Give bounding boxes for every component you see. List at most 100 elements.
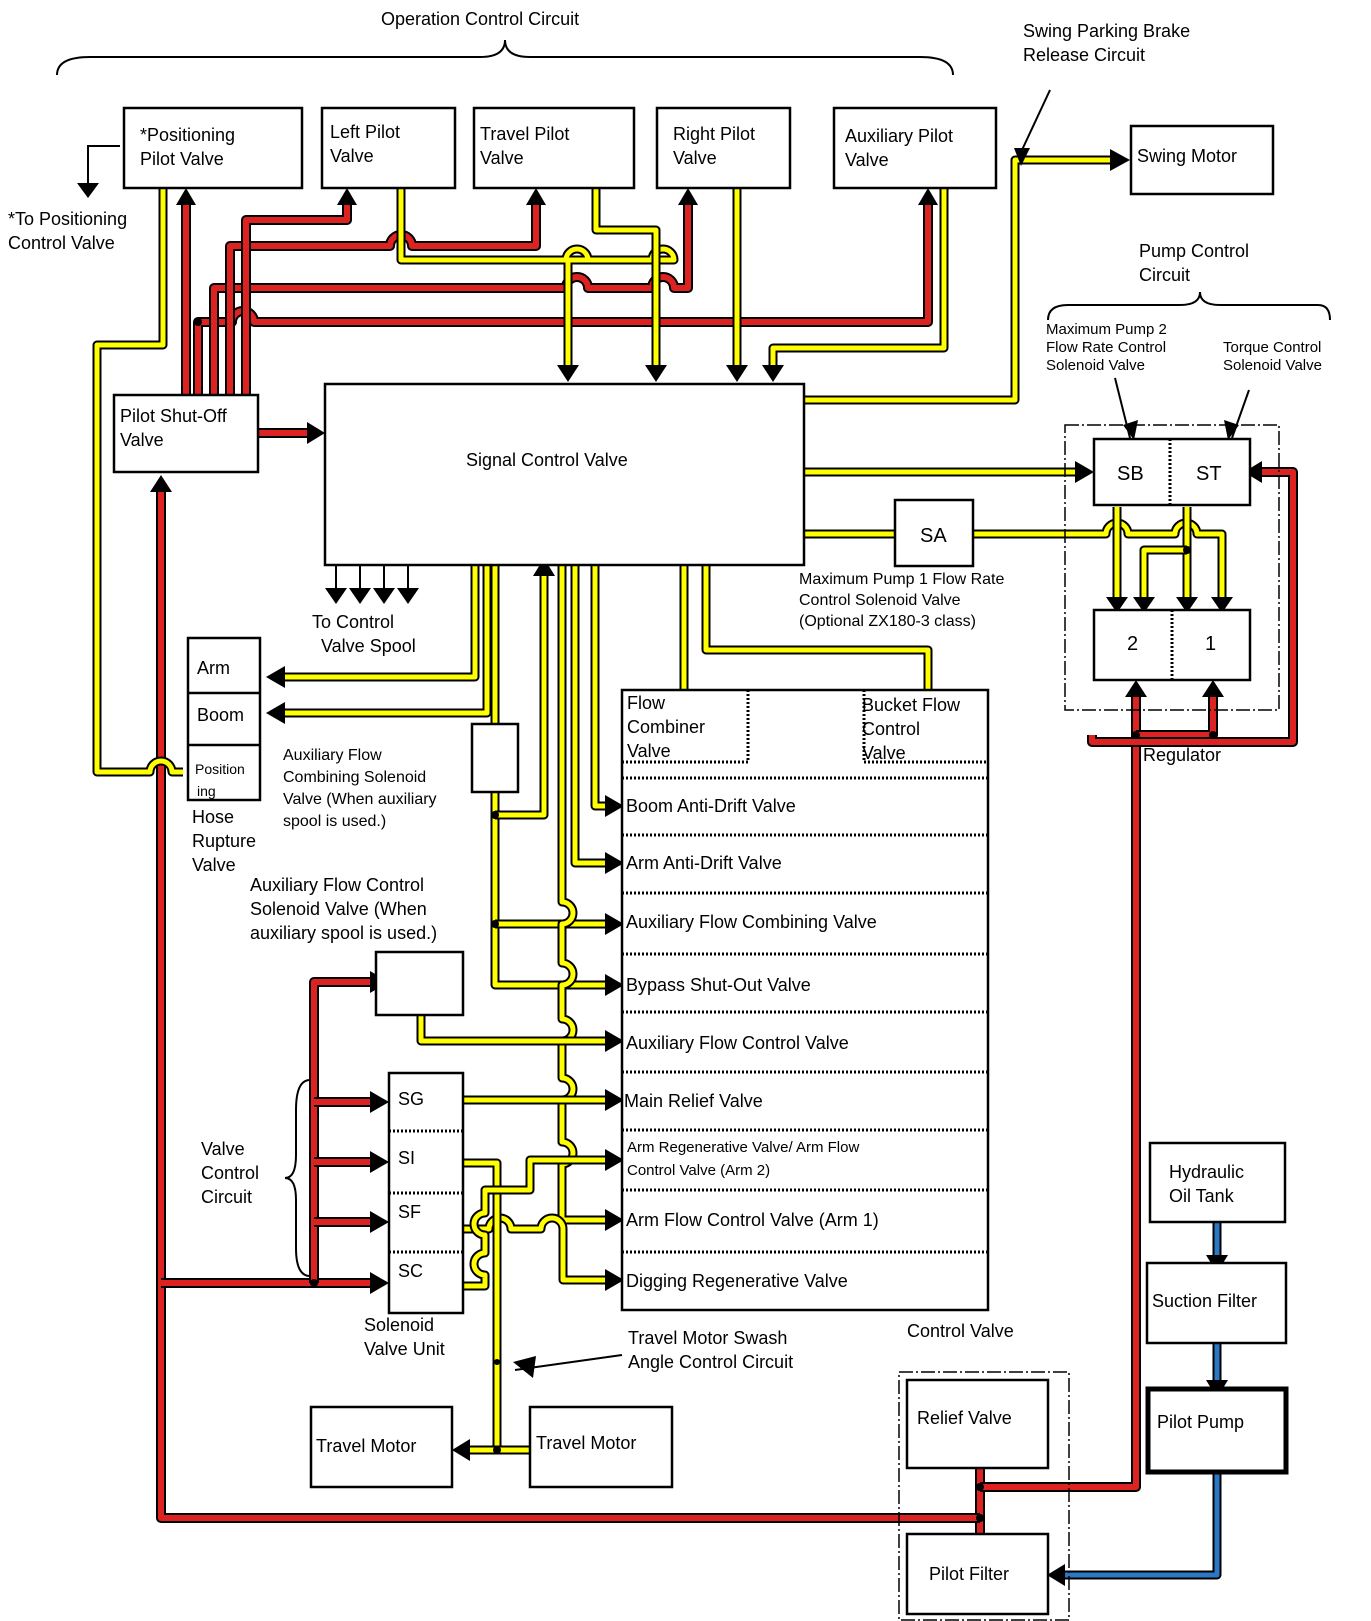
hose-rupture-label-2: Rupture bbox=[192, 831, 256, 851]
max-pump1-label-3: (Optional ZX180-3 class) bbox=[799, 613, 976, 630]
regulator-2-label: 2 bbox=[1127, 633, 1138, 655]
pump-control-group bbox=[1064, 424, 1280, 711]
valve-control-label: Valve bbox=[201, 1139, 245, 1159]
right-pilot-label-2: Valve bbox=[673, 148, 717, 168]
main-relief-label: Main Relief Valve bbox=[624, 1091, 763, 1111]
swing-parking-brake-label-2: Release Circuit bbox=[1023, 45, 1145, 65]
swing-parking-brake-label: Swing Parking Brake bbox=[1023, 21, 1190, 41]
control-valve bbox=[620, 688, 990, 1312]
regulator-label: Regulator bbox=[1143, 745, 1221, 765]
positioning-label-2: ing bbox=[197, 783, 216, 799]
leader-lines bbox=[56, 39, 1331, 1371]
hose-rupture-valve-block bbox=[186, 636, 262, 802]
right-pilot-label: Right Pilot bbox=[673, 124, 755, 144]
valve-control-label-3: Circuit bbox=[201, 1187, 252, 1207]
boxes bbox=[112, 106, 1289, 1621]
pilot-pump bbox=[1145, 1386, 1289, 1475]
aux-flow-combining-solenoid bbox=[470, 722, 520, 794]
auxiliary-pilot-valve bbox=[832, 106, 998, 190]
boom-anti-drift-label: Boom Anti-Drift Valve bbox=[626, 796, 796, 816]
travel-motor-left bbox=[309, 1405, 454, 1489]
signal-control-valve-label: Signal Control Valve bbox=[466, 450, 628, 470]
suction-filter-label: Suction Filter bbox=[1152, 1291, 1257, 1311]
flow-combiner-label-2: Combiner bbox=[627, 717, 705, 737]
right-pilot-valve bbox=[655, 106, 792, 190]
positioning-pilot-label-2: Pilot Valve bbox=[140, 149, 224, 169]
text-labels: Operation Control Circuit Swing Parking … bbox=[8, 9, 1322, 1584]
sa-label: SA bbox=[920, 525, 947, 547]
arm-anti-drift-label: Arm Anti-Drift Valve bbox=[626, 853, 782, 873]
aux-combining-sol-label-4: spool is used.) bbox=[283, 813, 386, 830]
valve-control-label-2: Control bbox=[201, 1163, 259, 1183]
max-pump2-label-2: Flow Rate Control bbox=[1046, 339, 1166, 356]
positioning-pilot-valve bbox=[122, 106, 304, 190]
suction-filter bbox=[1145, 1261, 1288, 1345]
auxiliary-pilot-label-2: Valve bbox=[845, 150, 889, 170]
signal-control-valve bbox=[323, 382, 806, 567]
aux-flow-control-solenoid bbox=[374, 950, 465, 1017]
aux-control-sol-label-3: auxiliary spool is used.) bbox=[250, 923, 437, 943]
max-pump2-label: Maximum Pump 2 bbox=[1046, 321, 1167, 338]
pilot-pump-label: Pilot Pump bbox=[1157, 1412, 1244, 1432]
digging-regen-label: Digging Regenerative Valve bbox=[626, 1271, 848, 1291]
flow-combiner-label: Flow bbox=[627, 693, 666, 713]
travel-pilot-label-2: Valve bbox=[480, 148, 524, 168]
aux-combining-sol-label-2: Combining Solenoid bbox=[283, 769, 426, 786]
pilot-filter-label: Pilot Filter bbox=[929, 1564, 1009, 1584]
arm-regen-label: Arm Regenerative Valve/ Arm Flow bbox=[627, 1139, 859, 1156]
yellow-lines bbox=[92, 155, 1227, 1455]
torque-control-label: Torque Control bbox=[1223, 339, 1321, 356]
sa-solenoid bbox=[893, 498, 975, 568]
sf-label: SF bbox=[398, 1202, 421, 1222]
control-valve-label: Control Valve bbox=[907, 1321, 1014, 1341]
regulator-1-label: 1 bbox=[1205, 633, 1216, 655]
swing-motor bbox=[1129, 124, 1275, 196]
positioning-pilot-label: *Positioning bbox=[140, 125, 235, 145]
aux-control-sol-label-2: Solenoid Valve (When bbox=[250, 899, 427, 919]
solenoid-unit-label: Solenoid bbox=[364, 1315, 434, 1335]
travel-swash-label-2: Angle Control Circuit bbox=[628, 1352, 793, 1372]
pump-control-label-2: Circuit bbox=[1139, 265, 1190, 285]
pump-control-label: Pump Control bbox=[1139, 241, 1249, 261]
max-pump1-label: Maximum Pump 1 Flow Rate bbox=[799, 571, 1004, 588]
st-label: ST bbox=[1196, 463, 1222, 485]
travel-swash-label: Travel Motor Swash bbox=[628, 1328, 787, 1348]
left-pilot-valve bbox=[320, 106, 457, 190]
junction-dots bbox=[194, 318, 1217, 1522]
max-pump1-label-2: Control Solenoid Valve bbox=[799, 592, 961, 609]
pilot-shutoff-label-2: Valve bbox=[120, 430, 164, 450]
blue-lines bbox=[1065, 1222, 1222, 1580]
bucket-flow-label-3: Valve bbox=[862, 743, 906, 763]
left-pilot-label: Left Pilot bbox=[330, 122, 400, 142]
arm-flow-control-label: Arm Flow Control Valve (Arm 1) bbox=[626, 1210, 879, 1230]
hose-rupture-label-3: Valve bbox=[192, 855, 236, 875]
sg-label: SG bbox=[398, 1089, 424, 1109]
travel-pilot-label: Travel Pilot bbox=[480, 124, 569, 144]
relief-valve bbox=[905, 1378, 1050, 1470]
aux-control-sol-label: Auxiliary Flow Control bbox=[250, 875, 424, 895]
travel-pilot-valve bbox=[472, 106, 636, 190]
to-positioning-label-2: Control Valve bbox=[8, 233, 115, 253]
travel-motor-right bbox=[528, 1405, 674, 1489]
pilot-shutoff-valve bbox=[112, 393, 260, 474]
boom-label: Boom bbox=[197, 705, 244, 725]
aux-flow-control-label: Auxiliary Flow Control Valve bbox=[626, 1033, 849, 1053]
pilot-filter bbox=[905, 1532, 1050, 1616]
bucket-flow-label-2: Control bbox=[862, 719, 920, 739]
torque-control-label-2: Solenoid Valve bbox=[1223, 357, 1322, 374]
hydraulic-oil-tank bbox=[1148, 1141, 1287, 1224]
relief-pilot-filter-group bbox=[898, 1371, 1070, 1621]
hydraulic-tank-label: Hydraulic bbox=[1169, 1162, 1244, 1182]
to-positioning-label: *To Positioning bbox=[8, 209, 127, 229]
positioning-label: Position bbox=[195, 761, 245, 777]
arm-label: Arm bbox=[197, 658, 230, 678]
travel-motor-left-label: Travel Motor bbox=[316, 1436, 416, 1456]
swing-motor-label: Swing Motor bbox=[1137, 146, 1237, 166]
to-control-spool-label: To Control bbox=[312, 612, 394, 632]
regulator-block bbox=[1092, 608, 1252, 682]
relief-valve-label: Relief Valve bbox=[917, 1408, 1012, 1428]
bucket-flow-label: Bucket Flow bbox=[862, 695, 961, 715]
travel-motor-right-label: Travel Motor bbox=[536, 1433, 636, 1453]
solenoid-unit-label-2: Valve Unit bbox=[364, 1339, 445, 1359]
